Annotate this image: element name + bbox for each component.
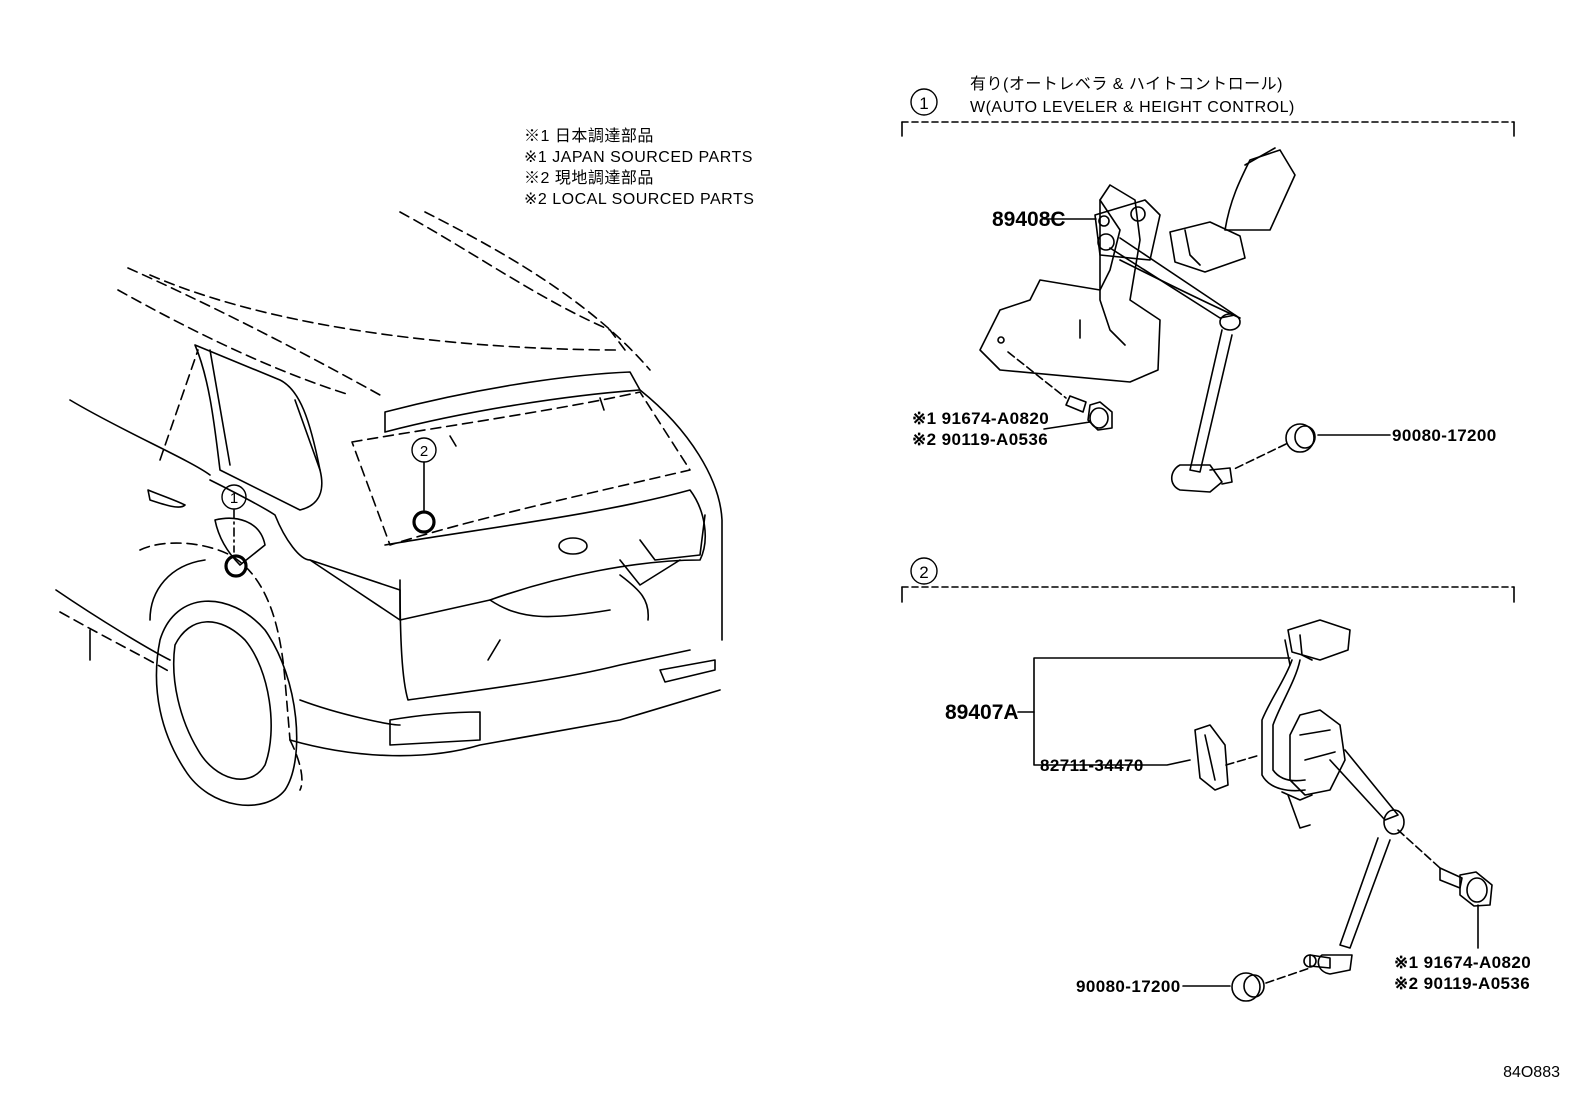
section2-nut-label: 90080-17200 <box>1076 977 1181 996</box>
vehicle-illustration <box>55 211 723 807</box>
section1-bolt <box>1007 351 1113 431</box>
diagram-code: 84O883 <box>1503 1064 1560 1081</box>
section2-nut <box>1231 967 1311 1002</box>
section2-height-sensor <box>1261 619 1405 975</box>
note-local-jp: ※2 現地調達部品 <box>524 170 654 187</box>
section2-bolt-japan-label: ※1 91674-A0820 <box>1394 953 1531 972</box>
location-marker-2 <box>412 510 436 534</box>
vehicle-leader-lines <box>233 461 425 553</box>
section1-bracket <box>901 121 1515 137</box>
section2-bolt <box>1397 829 1493 907</box>
section2-bolt-local-label: ※2 90119-A0536 <box>1394 974 1530 993</box>
callout-2-vehicle: 2 <box>420 443 428 460</box>
location-marker-1 <box>224 554 248 578</box>
section2-sensor-label: 89407A <box>945 701 1019 724</box>
section1-height-sensor <box>979 147 1296 493</box>
sourcing-notes: ※1 日本調達部品 ※1 JAPAN SOURCED PARTS ※2 現地調達… <box>524 126 754 210</box>
section1-leaders <box>1043 218 1391 436</box>
section2-bracket <box>901 586 1515 603</box>
note-local-en: ※2 LOCAL SOURCED PARTS <box>524 191 755 208</box>
section2-clamp-label: 82711-34470 <box>1040 756 1144 775</box>
section1-number: 1 <box>919 94 928 113</box>
section2-number: 2 <box>919 563 928 582</box>
section1-bolt-japan-label: ※1 91674-A0820 <box>912 409 1049 428</box>
section1-bolt-local-label: ※2 90119-A0536 <box>912 430 1048 449</box>
note-japan-jp: ※1 日本調達部品 <box>524 128 654 145</box>
callout-1-vehicle: 1 <box>230 490 238 507</box>
section1-nut <box>1231 423 1316 471</box>
section1-title-jp: 有り(オートレベラ & ハイトコントロール) <box>970 75 1283 93</box>
section2-clamp <box>1194 724 1261 791</box>
section1-title-en: W(AUTO LEVELER & HEIGHT CONTROL) <box>970 99 1295 116</box>
section1-sensor-label: 89408C <box>992 208 1066 231</box>
note-japan-en: ※1 JAPAN SOURCED PARTS <box>524 149 753 166</box>
section1-nut-label: 90080-17200 <box>1392 426 1497 445</box>
section2-leaders <box>1017 657 1479 987</box>
